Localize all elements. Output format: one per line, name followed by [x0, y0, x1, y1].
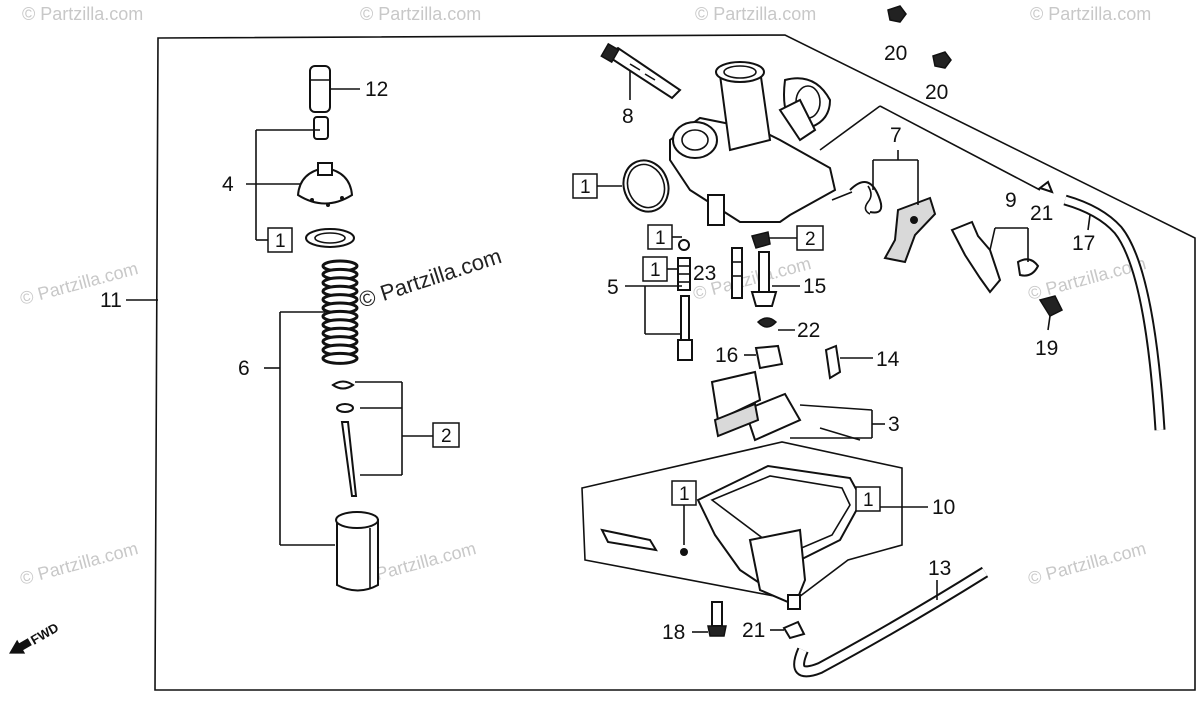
callout-5: 5: [607, 276, 619, 299]
watermark-text: © Partzilla.com: [18, 258, 140, 309]
callout-23: 23: [693, 262, 716, 285]
callout-8: 8: [622, 105, 634, 128]
fwd-label: FWD: [28, 620, 61, 648]
o-ring: [622, 159, 670, 213]
callout-4: 4: [222, 173, 234, 196]
callout-20: 20: [884, 42, 907, 65]
clip: [1037, 180, 1054, 194]
assembly-frame: [154, 34, 1196, 691]
top-gasket: [305, 228, 355, 248]
part-16-plug: [754, 344, 784, 370]
part-15-main-jet: [750, 231, 778, 307]
callout-12: 12: [365, 78, 388, 101]
callout-3: 3: [888, 413, 900, 436]
callout-box-1: [572, 173, 598, 199]
callout-2: 2: [805, 229, 816, 250]
clip: [782, 620, 806, 640]
callout-13: 13: [928, 557, 951, 580]
part-20-nut: [887, 5, 952, 69]
callout-1: 1: [580, 177, 591, 198]
callout-18: 18: [662, 621, 685, 644]
part-23-pilot-jet: [731, 247, 743, 299]
bowl-o-ring: [680, 548, 688, 556]
callout-box-2: [796, 225, 824, 251]
callout-20: 20: [925, 81, 948, 104]
part-4-top-cap: [296, 162, 354, 207]
slide-spring: [321, 259, 359, 365]
callout-16: 16: [715, 344, 738, 367]
callout-box-2: [432, 422, 460, 448]
part-22-washer: [756, 317, 778, 328]
watermark-text: © Partzilla.com: [22, 4, 143, 24]
float-bowl-frame: [581, 441, 903, 601]
callout-1: 1: [679, 484, 690, 505]
callout-15: 15: [803, 275, 826, 298]
callout-19: 19: [1035, 337, 1058, 360]
part-5-needle-jet: [677, 239, 693, 361]
callout-21: 21: [742, 619, 765, 642]
callout-22: 22: [797, 319, 820, 342]
throttle-slide: [335, 511, 379, 592]
jet-needle-set: [331, 380, 358, 497]
pilot-screw: [600, 528, 658, 552]
watermark-text: © Partzilla.com: [1030, 4, 1151, 24]
callout-17: 17: [1072, 232, 1095, 255]
watermark-main: © Partzilla.com: [356, 243, 505, 313]
callout-6: 6: [238, 357, 250, 380]
part-8-screw: [600, 42, 682, 100]
watermark-text: © Partzilla.com: [695, 4, 816, 24]
fwd-arrow: FWD: [9, 620, 61, 654]
callout-10: 10: [932, 496, 955, 519]
part-10-float-bowl: [696, 464, 864, 610]
part-12-cable-adjuster: [309, 65, 331, 140]
callout-1: 1: [655, 228, 666, 249]
callout-11: 11: [100, 289, 122, 312]
callout-1: 1: [863, 490, 874, 511]
callout-7: 7: [890, 124, 902, 147]
callout-14: 14: [876, 348, 900, 371]
callout-1: 1: [275, 231, 286, 252]
part-9-lever-bracket: [950, 220, 1040, 294]
callout-box-1: [855, 486, 881, 512]
part-18-drain-screw: [707, 601, 727, 637]
part-3-float: [710, 370, 861, 442]
callout-1: 1: [650, 260, 661, 281]
part-19-screw: [1038, 295, 1064, 331]
part-7-throttle-arm: [831, 181, 937, 264]
part-14-clip: [824, 344, 842, 380]
callout-box-1: [267, 227, 293, 253]
carburetor-body: [669, 61, 837, 226]
watermark-layer: © Partzilla.com © Partzilla.com © Partzi…: [18, 4, 1151, 589]
callout-21: 21: [1030, 202, 1053, 225]
watermark-text: © Partzilla.com: [1026, 538, 1148, 589]
watermark-text: © Partzilla.com: [360, 4, 481, 24]
callout-2: 2: [441, 426, 452, 447]
watermark-text: © Partzilla.com: [18, 538, 140, 589]
callout-box-1: [671, 480, 697, 506]
callout-9: 9: [1005, 189, 1017, 212]
callout-box-1: [642, 256, 668, 282]
callout-box-1: [647, 224, 673, 250]
spring-coil: [321, 351, 359, 365]
